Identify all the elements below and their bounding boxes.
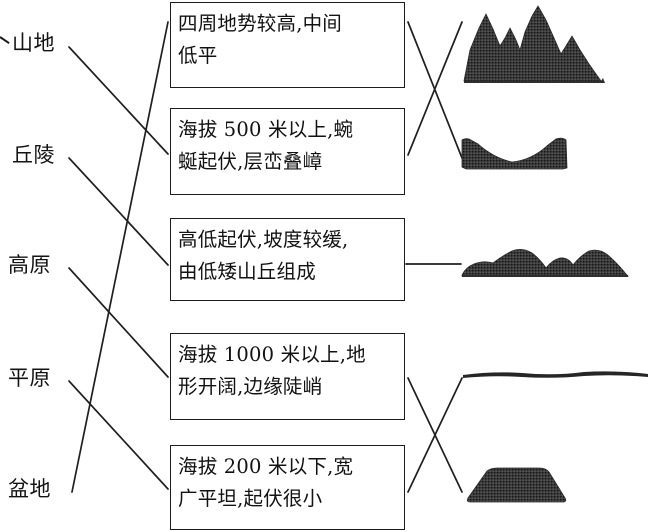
connector-plain-to-desc [68, 380, 169, 490]
description-line: 蜒起伏,层峦叠嶂 [178, 149, 323, 173]
connector-desc5-to-plateau-illus [407, 377, 463, 493]
description-line: 海拔 500 米以上,蜿 [178, 118, 354, 141]
connector-mountain-to-desc [68, 46, 169, 155]
flat-plain-illustration [462, 368, 650, 380]
description-line: 低平 [178, 43, 218, 67]
basin-concave-illustration [460, 136, 570, 174]
term-basin: 盆地 [8, 477, 51, 501]
description-line: 四周地势较高,中间 [178, 12, 342, 35]
term-plain: 平原 [8, 366, 51, 390]
term-mountain: 山地 [12, 31, 55, 55]
description-line: 海拔 1000 米以上,地 [178, 343, 366, 366]
description-line: 高低起伏,坡度较缓, [178, 228, 349, 251]
description-box-4: 海拔 1000 米以上,地 形开阔,边缘陡峭 [170, 333, 405, 420]
description-box-1: 四周地势较高,中间 低平 [170, 2, 405, 88]
description-line: 海拔 200 米以下,宽 [178, 455, 354, 478]
stray-ink-mark [0, 36, 10, 44]
description-box-3: 高低起伏,坡度较缓, 由低矮山丘组成 [170, 218, 405, 301]
rolling-hills-illustration [460, 246, 630, 280]
description-line: 形开阔,边缘陡峭 [178, 374, 323, 398]
connector-hill-to-desc [68, 157, 169, 266]
description-box-5: 海拔 200 米以下,宽 广平坦,起伏很小 [170, 445, 405, 530]
plateau-trapezoid-illustration [461, 466, 573, 506]
description-line: 广平坦,起伏很小 [178, 486, 323, 510]
connector-plateau-to-desc [68, 267, 169, 378]
description-box-2: 海拔 500 米以上,蜿 蜒起伏,层峦叠嶂 [170, 108, 405, 195]
connector-desc1-to-basin-illus [407, 21, 463, 159]
term-hill: 丘陵 [12, 143, 55, 167]
connector-basin-to-desc [71, 21, 169, 493]
term-plateau: 高原 [8, 253, 51, 277]
connector-desc4-to-plain-illus [407, 377, 463, 493]
mountain-peaks-illustration [462, 2, 607, 84]
description-line: 由低矮山丘组成 [178, 259, 316, 283]
connector-desc2-to-mount-illus [407, 21, 463, 156]
